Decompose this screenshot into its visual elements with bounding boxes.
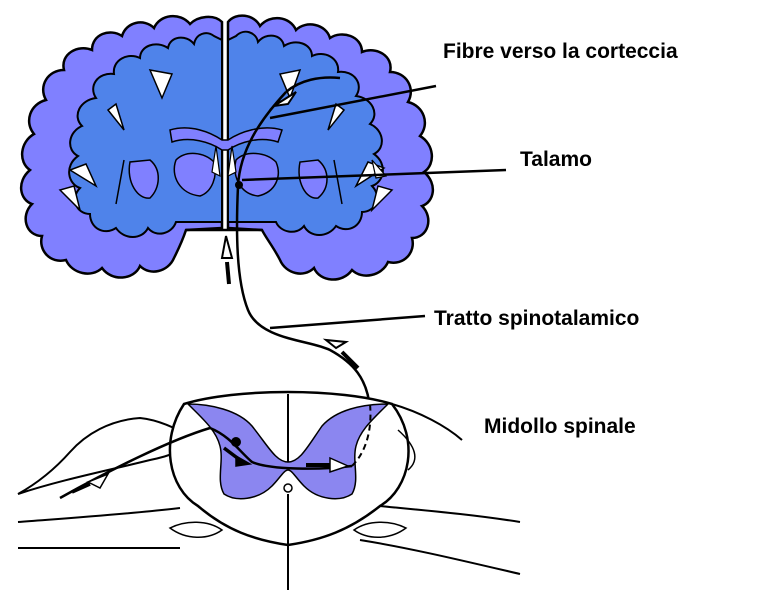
label-spinothalamic-tract: Tratto spinotalamico: [434, 307, 639, 331]
arrow-ascending-midbrain: [222, 236, 232, 258]
spinal-cord-section: [18, 392, 520, 590]
arrow-ascending-cord: [326, 340, 346, 348]
central-canal: [284, 484, 292, 492]
label-thalamus: Talamo: [520, 148, 592, 172]
ventral-root-left: [18, 508, 180, 548]
ventral-white-left: [170, 522, 222, 537]
label-spinal-cord: Midollo spinale: [484, 415, 636, 439]
thalamus-synapse-dot: [235, 181, 243, 189]
label-fibers-to-cortex: Fibre verso la corteccia: [443, 40, 678, 64]
arrow-ascending-midbrain-tail: [227, 262, 229, 284]
ventral-white-right: [354, 522, 406, 537]
leader-tratto: [270, 316, 425, 328]
brain-midline-fissure: [222, 22, 228, 110]
dorsal-horn-synapse: [231, 437, 241, 447]
